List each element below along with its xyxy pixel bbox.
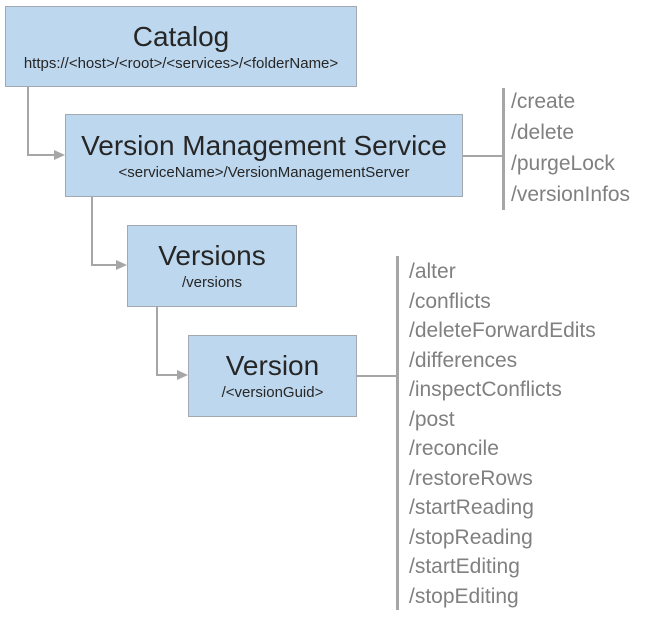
- versions-url-pattern: /versions: [181, 274, 243, 292]
- connector-catalog-to-vms-horizontal: [27, 154, 55, 156]
- operation-item: /stopReading: [409, 525, 533, 549]
- node-version: Version /<versionGuid>: [188, 335, 357, 417]
- operation-item: /conflicts: [409, 289, 491, 313]
- arrowhead-icon: [116, 260, 127, 270]
- connector-versions-to-version-horizontal: [156, 374, 178, 376]
- operation-item: /startEditing: [409, 555, 520, 578]
- version-operations-list: /alter /conflicts /deleteForwardEdits /d…: [409, 257, 596, 611]
- operation-item: /differences: [409, 348, 518, 372]
- version-url-pattern: /<versionGuid>: [221, 384, 324, 402]
- version-title: Version: [225, 350, 320, 382]
- arrowhead-icon: [177, 370, 188, 380]
- operation-item: /alter: [409, 260, 456, 283]
- connector-vms-to-versions-vertical: [91, 197, 93, 266]
- operation-item: /stopEditing: [409, 584, 519, 608]
- connector-vms-to-versions-horizontal: [91, 264, 117, 266]
- arrowhead-icon: [54, 150, 65, 160]
- operation-item: /delete: [511, 121, 575, 144]
- catalog-url-pattern: https://<host>/<root>/<services>/<folder…: [23, 54, 339, 72]
- operation-item: /inspectConflicts: [409, 378, 562, 401]
- vms-title: Version Management Service: [81, 129, 447, 161]
- operation-item: /purgeLock: [511, 152, 615, 175]
- node-catalog: Catalog https://<host>/<root>/<services>…: [5, 6, 357, 87]
- vms-url-pattern: <serviceName>/VersionManagementServer: [118, 163, 410, 181]
- catalog-title: Catalog: [132, 20, 230, 52]
- connector-versions-to-version-vertical: [156, 307, 158, 376]
- connector-catalog-to-vms-vertical: [27, 87, 29, 156]
- operation-item: /post: [409, 407, 455, 431]
- operation-item: /reconcile: [409, 437, 499, 460]
- operation-item: /create: [511, 90, 576, 113]
- operation-item: /deleteForwardEdits: [409, 319, 596, 342]
- connector-version-to-operations: [357, 375, 397, 377]
- operation-item: /startReading: [409, 496, 534, 519]
- version-operations-divider: [396, 256, 399, 610]
- operation-item: /restoreRows: [409, 466, 533, 490]
- vms-operations-divider: [502, 88, 505, 210]
- connector-vms-to-operations: [463, 155, 503, 157]
- versions-title: Versions: [158, 240, 266, 272]
- node-version-management-service: Version Management Service <serviceName>…: [65, 114, 463, 197]
- vms-operations-list: /create /delete /purgeLock /versionInfos: [511, 86, 630, 210]
- node-versions: Versions /versions: [127, 225, 297, 307]
- operation-item: /versionInfos: [511, 183, 631, 206]
